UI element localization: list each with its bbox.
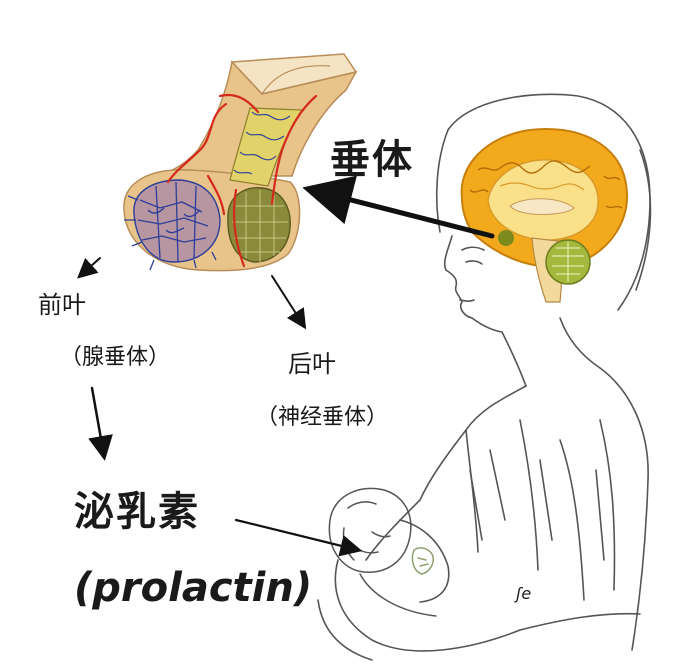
artist-signature: ʃe xyxy=(516,584,532,603)
mother-sketch-icon xyxy=(317,93,652,661)
arrow-to-posterior-lobe xyxy=(271,275,307,330)
arrow-brain-to-pituitary xyxy=(302,175,495,239)
pituitary-label: 垂体 xyxy=(330,137,414,183)
posterior-lobe-alt-label: （神经垂体） xyxy=(256,405,389,430)
hormone-label: 泌乳素 xyxy=(74,489,200,535)
posterior-lobe-label: 后叶 xyxy=(288,350,336,378)
anterior-lobe-label: 前叶 xyxy=(38,291,86,319)
arrow-to-anterior-lobe xyxy=(77,257,101,279)
hormone-english-label: (prolactin) xyxy=(74,565,313,611)
anterior-lobe-alt-label: （腺垂体） xyxy=(60,345,171,370)
arrow-prolactin-to-breast xyxy=(234,518,363,557)
pituitary-gland-illustration-icon xyxy=(123,53,358,272)
brain-illustration-icon xyxy=(460,128,628,303)
arrows xyxy=(77,175,495,557)
infant-sketch-icon xyxy=(328,487,437,617)
arrow-anterior-to-prolactin xyxy=(88,386,113,461)
